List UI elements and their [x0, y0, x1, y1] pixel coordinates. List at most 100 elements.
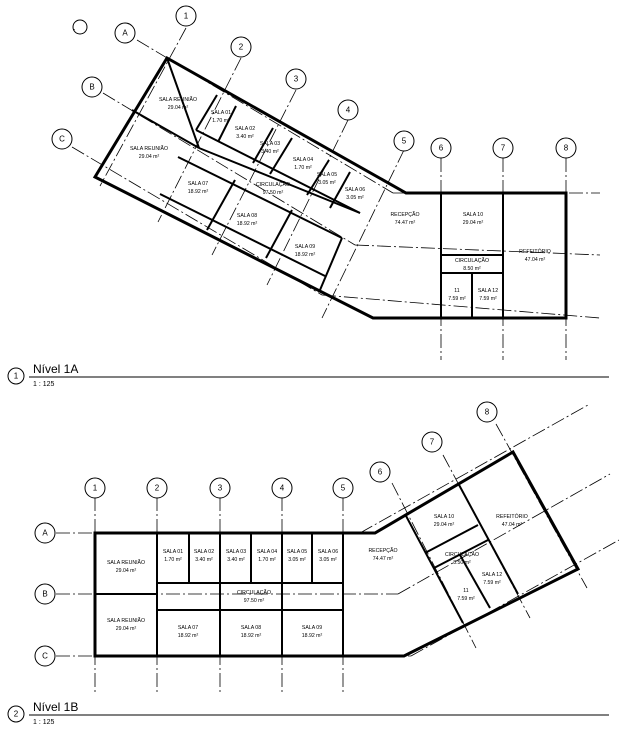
svg-text:C: C — [59, 135, 65, 144]
svg-text:2: 2 — [14, 710, 19, 719]
svg-text:3.40 m²: 3.40 m² — [195, 557, 213, 563]
room-sala-reuniao-north: SALA REUNIÃO 29.04 m² — [107, 559, 145, 574]
svg-text:2: 2 — [155, 484, 160, 493]
room-sala-reuniao-north: SALA REUNIÃO 29.04 m² — [159, 96, 197, 111]
grid-bubble-5: 5 — [332, 477, 354, 499]
room-11: 11 7.59 m² — [457, 588, 475, 602]
svg-text:18.92 m²: 18.92 m² — [237, 221, 258, 227]
svg-text:SALA REUNIÃO: SALA REUNIÃO — [159, 96, 197, 103]
svg-text:SALA 10: SALA 10 — [463, 212, 483, 218]
grid-bubble-5: 5 — [393, 130, 415, 152]
svg-text:SALA 05: SALA 05 — [317, 172, 337, 178]
svg-text:CIRCULAÇÃO: CIRCULAÇÃO — [237, 589, 271, 596]
svg-text:6: 6 — [439, 144, 444, 153]
north-arrow-icon: - — [72, 19, 88, 35]
room-sala-reuniao-south: SALA REUNIÃO 29.04 m² — [107, 617, 145, 632]
svg-text:74.47 m²: 74.47 m² — [395, 220, 416, 226]
grid-bubble-3: 3 — [285, 68, 307, 90]
grid-bubble-7: 7 — [492, 137, 514, 159]
svg-text:3.40 m²: 3.40 m² — [227, 557, 245, 563]
room-recepcao: RECEPÇÃO 74.47 m² — [368, 547, 397, 562]
grid-bubble-2: 2 — [230, 36, 252, 58]
svg-text:8: 8 — [485, 408, 490, 417]
svg-text:SALA 10: SALA 10 — [434, 514, 454, 520]
svg-text:29.04 m²: 29.04 m² — [168, 105, 189, 111]
svg-text:Nível 1B: Nível 1B — [33, 700, 78, 714]
svg-text:1 : 125: 1 : 125 — [33, 381, 55, 388]
svg-text:SALA 02: SALA 02 — [194, 549, 214, 555]
room-circulacao: CIRCULAÇÃO 97.50 m² — [237, 589, 271, 604]
svg-text:5: 5 — [341, 484, 346, 493]
svg-text:11: 11 — [463, 588, 468, 594]
grid-bubbles: 1 2 3 4 5 6 7 8 A B C — [34, 401, 498, 667]
room-sala-03: SALA 03 3.40 m² — [260, 141, 280, 155]
room-sala-09: SALA 09 18.92 m² — [302, 625, 323, 639]
grid-bubble-7: 7 — [421, 431, 443, 453]
grid-bubbles: 1 2 3 4 5 6 7 8 A B C — [51, 5, 577, 159]
grid-bubble-b: B — [81, 76, 103, 98]
svg-text:3.40 m²: 3.40 m² — [261, 149, 279, 155]
room-sala-04: SALA 04 1.70 m² — [293, 157, 313, 171]
svg-text:SALA 02: SALA 02 — [235, 126, 255, 132]
svg-text:11: 11 — [454, 288, 459, 294]
svg-text:SALA 09: SALA 09 — [302, 625, 322, 631]
interior-walls — [131, 57, 504, 318]
svg-text:8.50 m²: 8.50 m² — [453, 560, 471, 566]
room-sala-02: SALA 02 3.40 m² — [194, 549, 214, 563]
svg-text:A: A — [122, 29, 128, 38]
svg-text:74.47 m²: 74.47 m² — [373, 556, 394, 562]
grid-bubble-c: C — [34, 645, 56, 667]
view-title-1a: 1 Nível 1A 1 : 125 — [7, 362, 609, 388]
svg-text:SALA REUNIÃO: SALA REUNIÃO — [130, 145, 168, 152]
grid-bubble-b: B — [34, 583, 56, 605]
svg-text:7.59 m²: 7.59 m² — [448, 296, 466, 302]
grid-bubble-8: 8 — [476, 401, 498, 423]
svg-text:SALA 12: SALA 12 — [478, 288, 498, 294]
room-labels: SALA REUNIÃO 29.04 m² SALA REUNIÃO 29.04… — [130, 96, 551, 302]
svg-text:4: 4 — [280, 484, 285, 493]
room-sala-06: SALA 06 3.05 m² — [318, 549, 338, 563]
svg-text:29.04 m²: 29.04 m² — [116, 626, 137, 632]
room-sala-08: SALA 08 18.92 m² — [237, 213, 258, 227]
room-sala-03: SALA 03 3.40 m² — [226, 549, 246, 563]
room-sala-01: SALA 01 1.70 m² — [163, 549, 183, 563]
svg-text:1.70 m²: 1.70 m² — [294, 165, 312, 171]
interior-walls — [95, 482, 519, 656]
room-sala-12: SALA 12 7.59 m² — [482, 572, 502, 586]
svg-text:C: C — [42, 652, 48, 661]
svg-text:3.05 m²: 3.05 m² — [319, 557, 337, 563]
room-sala-06: SALA 06 3.05 m² — [345, 187, 365, 201]
svg-text:18.92 m²: 18.92 m² — [188, 189, 209, 195]
room-sala-01: SALA 01 1.70 m² — [211, 110, 231, 124]
svg-text:SALA 04: SALA 04 — [293, 157, 313, 163]
svg-text:SALA 06: SALA 06 — [345, 187, 365, 193]
svg-text:7.59 m²: 7.59 m² — [483, 580, 501, 586]
svg-text:4: 4 — [346, 106, 351, 115]
svg-text:1 : 125: 1 : 125 — [33, 719, 55, 726]
room-sala-08: SALA 08 18.92 m² — [241, 625, 262, 639]
svg-text:CIRCULAÇÃO: CIRCULAÇÃO — [455, 257, 489, 264]
svg-text:-: - — [73, 27, 76, 34]
grid-bubble-a: A — [114, 22, 136, 44]
svg-text:SALA 03: SALA 03 — [260, 141, 280, 147]
svg-text:B: B — [42, 590, 47, 599]
svg-text:29.04 m²: 29.04 m² — [116, 568, 137, 574]
svg-text:1: 1 — [184, 12, 189, 21]
room-sala-07: SALA 07 18.92 m² — [178, 625, 199, 639]
grid-bubble-4: 4 — [337, 99, 359, 121]
svg-text:SALA 07: SALA 07 — [178, 625, 198, 631]
svg-text:SALA 08: SALA 08 — [241, 625, 261, 631]
room-refeitorio: REFEITÓRIO 47.04 m² — [519, 248, 551, 263]
svg-text:47.04 m²: 47.04 m² — [525, 257, 546, 263]
room-circulacao: CIRCULAÇÃO 97.50 m² — [256, 181, 290, 196]
svg-text:1: 1 — [93, 484, 98, 493]
svg-text:47.04 m²: 47.04 m² — [502, 522, 523, 528]
svg-text:29.04 m²: 29.04 m² — [139, 154, 160, 160]
room-sala-10: SALA 10 29.04 m² — [434, 514, 455, 528]
room-sala-09: SALA 09 18.92 m² — [295, 244, 316, 258]
svg-text:REFEITÓRIO: REFEITÓRIO — [519, 248, 551, 255]
svg-text:Nível 1A: Nível 1A — [33, 362, 78, 376]
svg-text:CIRCULAÇÃO: CIRCULAÇÃO — [256, 181, 290, 188]
svg-text:SALA 05: SALA 05 — [287, 549, 307, 555]
exterior-walls — [93, 449, 581, 658]
